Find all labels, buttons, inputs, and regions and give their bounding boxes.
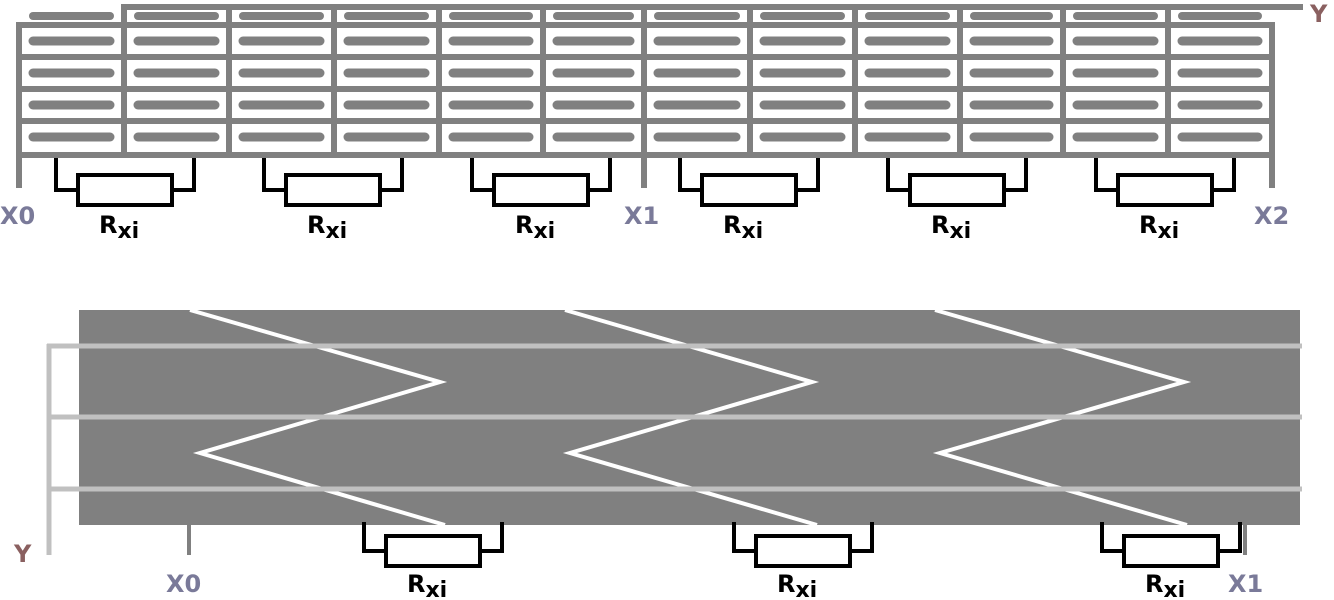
resistor-body (76, 173, 174, 207)
resistor-body (754, 534, 852, 568)
resistor-body (492, 173, 590, 207)
resistor-label: Rxi (99, 211, 139, 244)
resistor-label: Rxi (777, 570, 817, 600)
resistor-right-lead (172, 158, 196, 192)
resistor-left-lead (886, 158, 910, 192)
bottom-x0-label: X0 (166, 570, 201, 598)
top-x0-label: X0 (0, 202, 35, 230)
bottom-y-label: Y (13, 540, 32, 568)
bottom-x1-label: X1 (1228, 570, 1263, 598)
bottom-zigzag-layout: Rxi Rxi Rxi Y X0 X1 (13, 308, 1302, 600)
resistor-body (700, 173, 798, 207)
top-y-label: Y (1309, 0, 1328, 28)
resistor-right-lead (480, 522, 504, 553)
resistor-body (1116, 173, 1214, 207)
resistor-body (1122, 534, 1220, 568)
resistor-body (384, 534, 482, 568)
resistor-left-lead (262, 158, 286, 192)
resistor-left-lead (470, 158, 494, 192)
resistor-label: Rxi (515, 211, 555, 244)
resistor-right-lead (796, 158, 820, 192)
top-x2-label: X2 (1254, 202, 1289, 230)
resistor-right-lead (588, 158, 612, 192)
resistor-left-lead (54, 158, 78, 192)
bottom-terminal-leads (187, 525, 1247, 555)
top-frame-traces (16, 4, 1303, 188)
resistor-right-lead (1218, 522, 1242, 553)
resistor-left-lead (1100, 522, 1124, 553)
resistor-left-lead (362, 522, 386, 553)
resistor-label: Rxi (1145, 570, 1185, 600)
resistor-body (284, 173, 382, 207)
resistor-label: Rxi (1139, 211, 1179, 244)
top-resistors: Rxi Rxi Rxi Rxi Rxi Rxi (54, 158, 1236, 244)
resistor-label: Rxi (407, 570, 447, 600)
resistor-right-lead (850, 522, 874, 553)
bottom-resistors: Rxi Rxi Rxi (362, 522, 1242, 600)
resistor-right-lead (380, 158, 404, 192)
bottom-y-bus-wires (46, 343, 1302, 555)
resistor-right-lead (1004, 158, 1028, 192)
resistor-left-lead (678, 158, 702, 192)
resistor-label: Rxi (723, 211, 763, 244)
resistor-label: Rxi (931, 211, 971, 244)
resistor-left-lead (1094, 158, 1118, 192)
top-x1-label: X1 (624, 202, 659, 230)
resistor-label: Rxi (307, 211, 347, 244)
resistor-right-lead (1212, 158, 1236, 192)
resistor-body (908, 173, 1006, 207)
top-finger-segments (28, 12, 1263, 142)
resistor-left-lead (732, 522, 756, 553)
top-interdigitated-layout: Rxi Rxi Rxi Rxi Rxi Rxi X0 X1 X2 Y (0, 0, 1328, 244)
